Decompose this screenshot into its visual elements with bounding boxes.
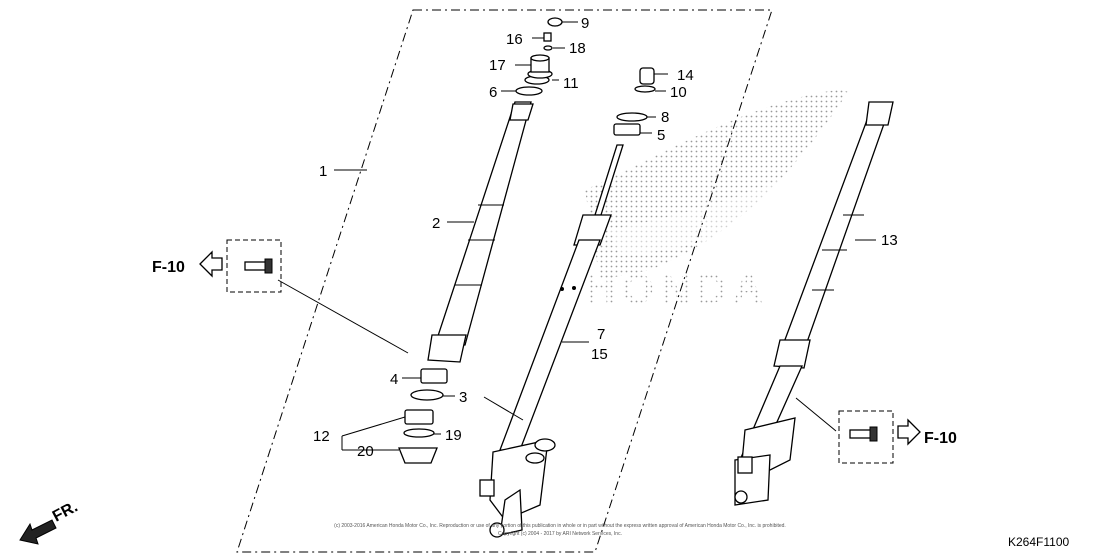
copyright-line-1: (c) 2003-2016 American Honda Motor Co., … (334, 523, 786, 529)
front-label: FR. (50, 498, 81, 525)
front-indicator: FR. (19, 498, 81, 545)
callout-5: 5 (657, 127, 665, 144)
callout-11: 11 (563, 75, 579, 92)
fork-lower-parts (398, 368, 448, 464)
fork-cap-parts (515, 17, 563, 96)
assembly-outline (236, 9, 773, 553)
arrow-left-icon (199, 250, 223, 278)
callout-labels: 1 2 3 4 5 6 7 8 9 10 11 12 13 14 15 16 1… (313, 15, 898, 460)
callout-20: 20 (357, 443, 374, 460)
arrow-right-icon (897, 418, 921, 446)
callout-18: 18 (569, 40, 586, 57)
leader-lines (277, 21, 876, 451)
honda-watermark-text: HONDA (585, 265, 769, 312)
ref-right-text: F-10 (924, 430, 957, 447)
callout-13: 13 (881, 232, 898, 249)
callout-15: 15 (591, 346, 608, 363)
callout-10: 10 (670, 84, 687, 101)
ref-left[interactable]: F-10 (152, 250, 223, 278)
honda-wing-watermark: HONDA (585, 90, 848, 312)
ref-right[interactable]: F-10 (897, 418, 957, 447)
right-bolt-box (838, 410, 894, 464)
fork-tube-part-2 (427, 101, 534, 363)
callout-12: 12 (313, 428, 330, 445)
callout-1: 1 (319, 163, 327, 180)
callout-17: 17 (489, 57, 506, 74)
callout-2: 2 (432, 215, 440, 232)
left-bolt-box (226, 239, 282, 293)
callout-9: 9 (581, 15, 589, 32)
front-arrow-icon (19, 519, 57, 545)
callout-3: 3 (459, 389, 467, 406)
callout-19: 19 (445, 427, 462, 444)
fork-slider-part-7 (479, 144, 624, 538)
callout-6: 6 (489, 84, 497, 101)
callout-4: 4 (390, 371, 398, 388)
callout-8: 8 (661, 109, 669, 126)
callout-16: 16 (506, 31, 523, 48)
ref-left-text: F-10 (152, 259, 185, 276)
fork-assembly-part-13 (734, 101, 894, 506)
damper-top-parts (613, 67, 656, 136)
callout-7: 7 (597, 326, 605, 343)
copyright-line-2: Copyright (c) 2004 - 2017 by ARI Network… (498, 531, 622, 537)
diagram-code: K264F1100 (1008, 535, 1069, 549)
callout-14: 14 (677, 67, 694, 84)
